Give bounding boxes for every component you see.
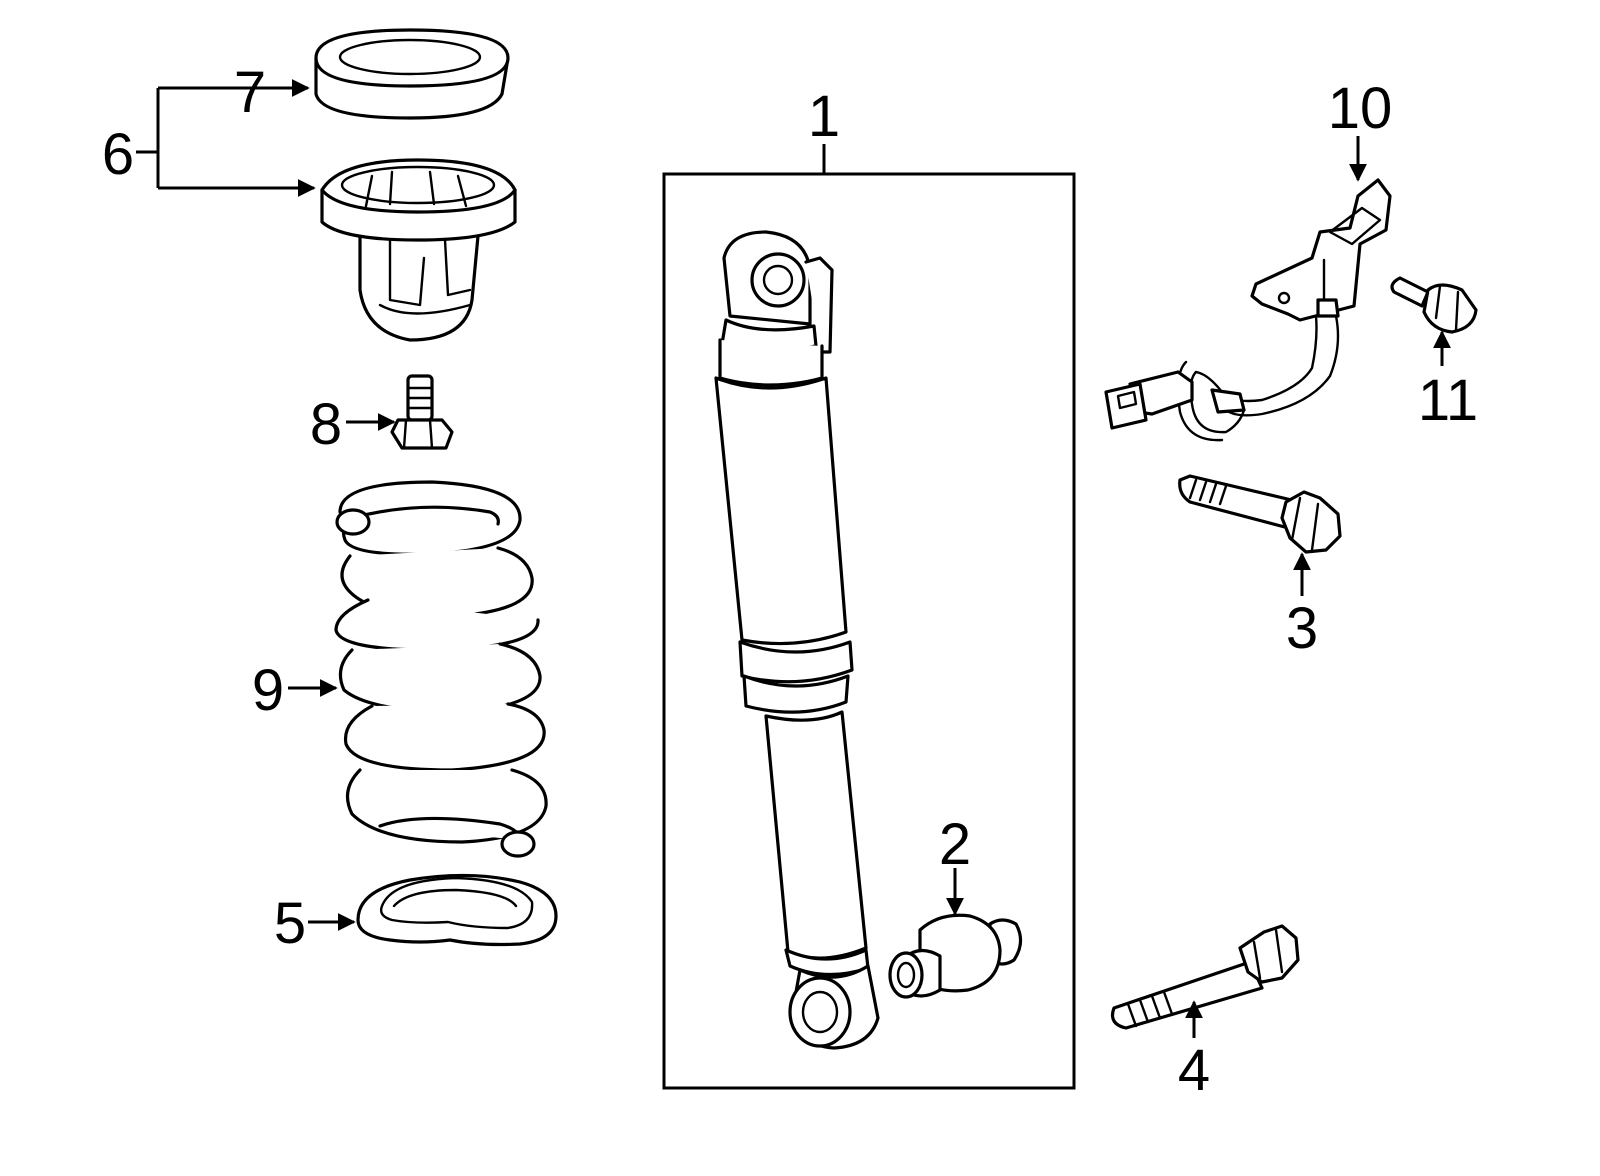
lower-spring-insulator[interactable] <box>356 873 558 947</box>
callout-6: 6 <box>102 122 134 187</box>
callout-9: 9 <box>252 658 284 723</box>
callout-11: 11 <box>1418 368 1478 433</box>
leader-lines <box>136 79 1451 1038</box>
callout-10: 10 <box>1328 76 1393 141</box>
callout-labels: 1 2 3 4 5 6 7 8 9 10 11 <box>102 60 1478 1103</box>
callout-8: 8 <box>310 392 342 457</box>
sensor-bolt[interactable] <box>1390 276 1478 334</box>
callout-3: 3 <box>1286 596 1318 661</box>
shock-bushing[interactable] <box>888 913 1023 999</box>
callout-7: 7 <box>234 60 266 125</box>
upper-spring-insulator[interactable] <box>314 28 510 120</box>
callout-4: 4 <box>1178 1038 1210 1103</box>
shock-absorber-group-frame <box>662 172 1076 1090</box>
upper-shock-bolt[interactable] <box>1178 474 1342 554</box>
mount-bolt[interactable] <box>390 374 454 450</box>
callout-1: 1 <box>808 84 840 149</box>
shock-absorber[interactable] <box>714 230 880 1050</box>
speed-sensor-harness[interactable] <box>1104 178 1392 442</box>
coil-spring[interactable] <box>334 480 548 858</box>
spring-seat-mount[interactable] <box>320 158 517 342</box>
lower-shock-bolt[interactable] <box>1110 924 1300 1030</box>
callout-5: 5 <box>274 891 306 956</box>
callout-2: 2 <box>939 812 971 877</box>
